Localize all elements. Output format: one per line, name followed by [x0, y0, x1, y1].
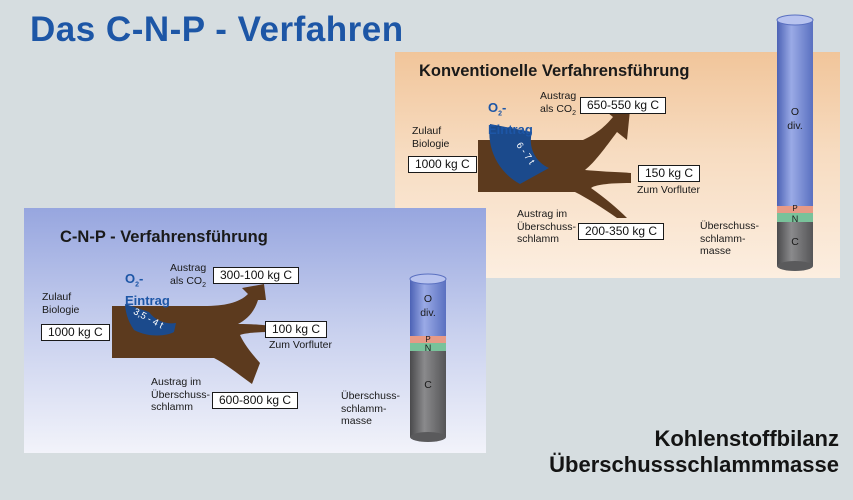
footer-line-1: Kohlenstoffbilanz — [654, 426, 839, 451]
column-n-label: N — [791, 214, 799, 224]
conventional-o2-wedge — [489, 124, 549, 184]
column-c-label: C — [791, 236, 799, 248]
conventional-sludge-column: O div. P N C — [776, 14, 814, 272]
conventional-flow-diagram: 6 - 7 t — [478, 108, 631, 218]
cnp-sludge-column: O div. P N C — [409, 273, 447, 443]
cnp-vorfluter-label: Zum Vorfluter — [269, 339, 333, 351]
column-segment-c — [777, 222, 813, 266]
conventional-title: Konventionelle Verfahrensführung — [419, 62, 690, 80]
conventional-carbon-flow — [478, 108, 631, 218]
column-segment-p — [777, 206, 813, 213]
column-o-label: O — [790, 106, 800, 118]
cnp-schlamm-value: 600-800 kg C — [212, 392, 299, 409]
footer-line-2: Überschussschlammmasse — [549, 452, 839, 477]
column-segment-o — [777, 20, 813, 206]
column-div-label: div. — [787, 120, 803, 132]
column-segment-n — [777, 213, 813, 222]
page-title: Das C-N-P - Verfahren — [30, 10, 404, 49]
conventional-mass-label: Überschuss-schlamm-masse — [700, 220, 759, 257]
column-div-label: div. — [420, 307, 436, 319]
column-p-label: P — [425, 335, 431, 344]
conventional-vorfluter-value: 150 kg C — [638, 165, 701, 182]
column-o-label: O — [423, 293, 433, 305]
column-c-label: C — [424, 379, 432, 391]
conventional-vorfluter-label: Zum Vorfluter — [637, 184, 701, 196]
conventional-schlamm-value: 200-350 kg C — [578, 223, 665, 240]
column-p-label: P — [792, 204, 798, 213]
cnp-carbon-flow — [112, 284, 272, 384]
footer-caption: Kohlenstoffbilanz Überschussschlammmasse — [549, 426, 839, 478]
cnp-mass-label: Überschuss-schlamm-masse — [341, 390, 400, 427]
column-segment-o — [410, 279, 446, 336]
conventional-zulauf-value: 1000 kg C — [408, 156, 477, 173]
cnp-title: C-N-P - Verfahrensführung — [60, 228, 268, 246]
cnp-o2-wedge — [125, 304, 176, 336]
cnp-panel: C-N-P - Verfahrensführung 3,5 - 4 t Zula… — [24, 208, 486, 453]
column-segment-c — [410, 351, 446, 437]
cnp-co2-value: 300-100 kg C — [213, 267, 300, 284]
cnp-flow-diagram: 3,5 - 4 t — [112, 284, 272, 384]
cnp-zulauf-value: 1000 kg C — [41, 324, 110, 341]
conventional-o2-label: O2- Eintrag — [488, 100, 533, 137]
cnp-o2-label: O2- Eintrag — [125, 271, 170, 308]
column-segment-p — [410, 336, 446, 343]
cnp-vorfluter-value: 100 kg C — [265, 321, 328, 338]
column-segment-n — [410, 343, 446, 351]
column-n-label: N — [424, 343, 432, 353]
conventional-co2-value: 650-550 kg C — [580, 97, 667, 114]
